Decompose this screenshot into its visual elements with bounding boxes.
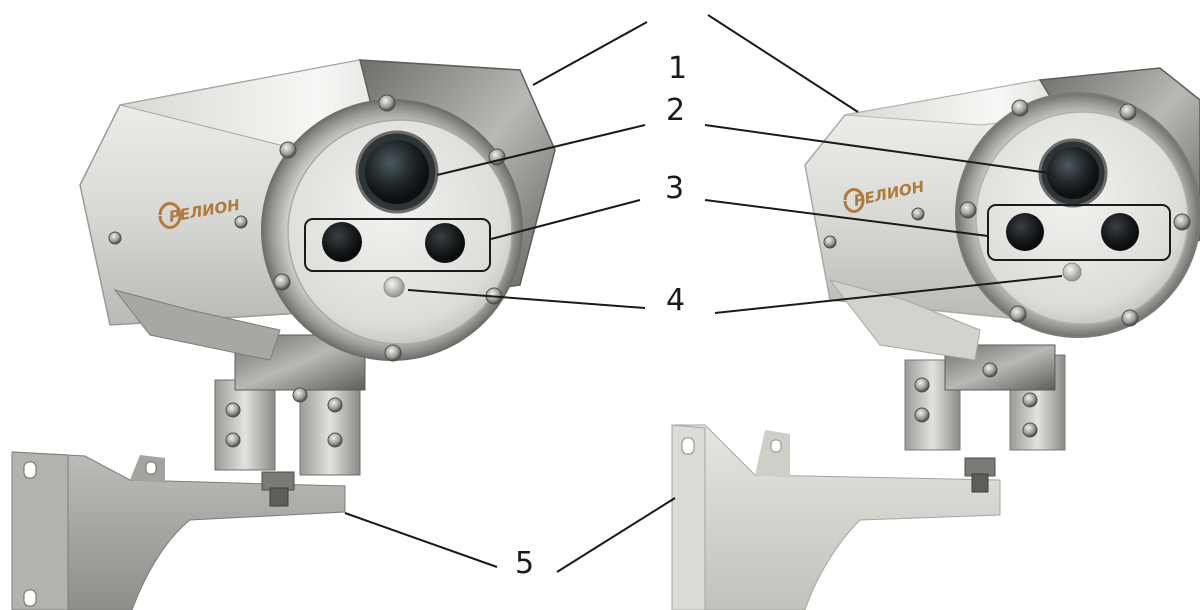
left-wall-bracket (11, 451, 346, 610)
leader-line-2-left (436, 124, 646, 176)
left-light-sensor (383, 276, 405, 298)
left-ir-led-left (322, 222, 362, 262)
right-camera-front (955, 92, 1200, 338)
right-bezel-screw (1011, 99, 1029, 117)
leader-line-3-left (490, 199, 641, 240)
leader-line-5-right (556, 497, 676, 573)
right-ir-led-left (1006, 213, 1044, 251)
left-bezel-screw (378, 94, 396, 112)
leader-line-4-left (407, 289, 646, 309)
right-bezel-screw (1173, 213, 1191, 231)
leader-line-1-right (707, 14, 859, 113)
callout-5: 5 (515, 546, 534, 581)
left-lens-glass (365, 140, 429, 204)
left-ir-led-right (425, 223, 465, 263)
left-bezel-screw (273, 273, 291, 291)
callout-2: 2 (666, 93, 685, 128)
callout-3: 3 (665, 171, 684, 206)
right-swivel-mount (904, 344, 1066, 493)
left-bezel-screw (279, 141, 297, 159)
leader-line-3-right (704, 199, 989, 237)
right-lens-glass (1047, 147, 1099, 199)
right-ir-led-right (1101, 213, 1139, 251)
left-bezel-screw (384, 344, 402, 362)
left-camera: РЕЛИОН (11, 59, 556, 610)
right-bezel-screw (1121, 309, 1139, 327)
leader-line-2-right (704, 124, 1050, 174)
right-camera: РЕЛИОН (671, 67, 1200, 610)
leader-lines (344, 14, 1063, 573)
right-ir-illuminator-frame (987, 204, 1171, 261)
callout-4: 4 (666, 283, 685, 318)
leader-line-1-left (532, 21, 648, 86)
leader-line-5-left (344, 512, 498, 568)
callout-1: 1 (668, 51, 687, 86)
right-bezel-screw (1009, 305, 1027, 323)
right-wall-bracket (671, 424, 1001, 610)
right-bezel-screw (959, 201, 977, 219)
leader-line-4-right (714, 275, 1063, 314)
callout-numbers: 1 2 3 4 5 (515, 51, 687, 581)
left-swivel-mount (214, 334, 366, 507)
right-light-sensor (1062, 262, 1082, 282)
right-bezel-screw (1119, 103, 1137, 121)
left-ir-illuminator-frame (304, 218, 491, 272)
left-camera-front (261, 94, 523, 362)
